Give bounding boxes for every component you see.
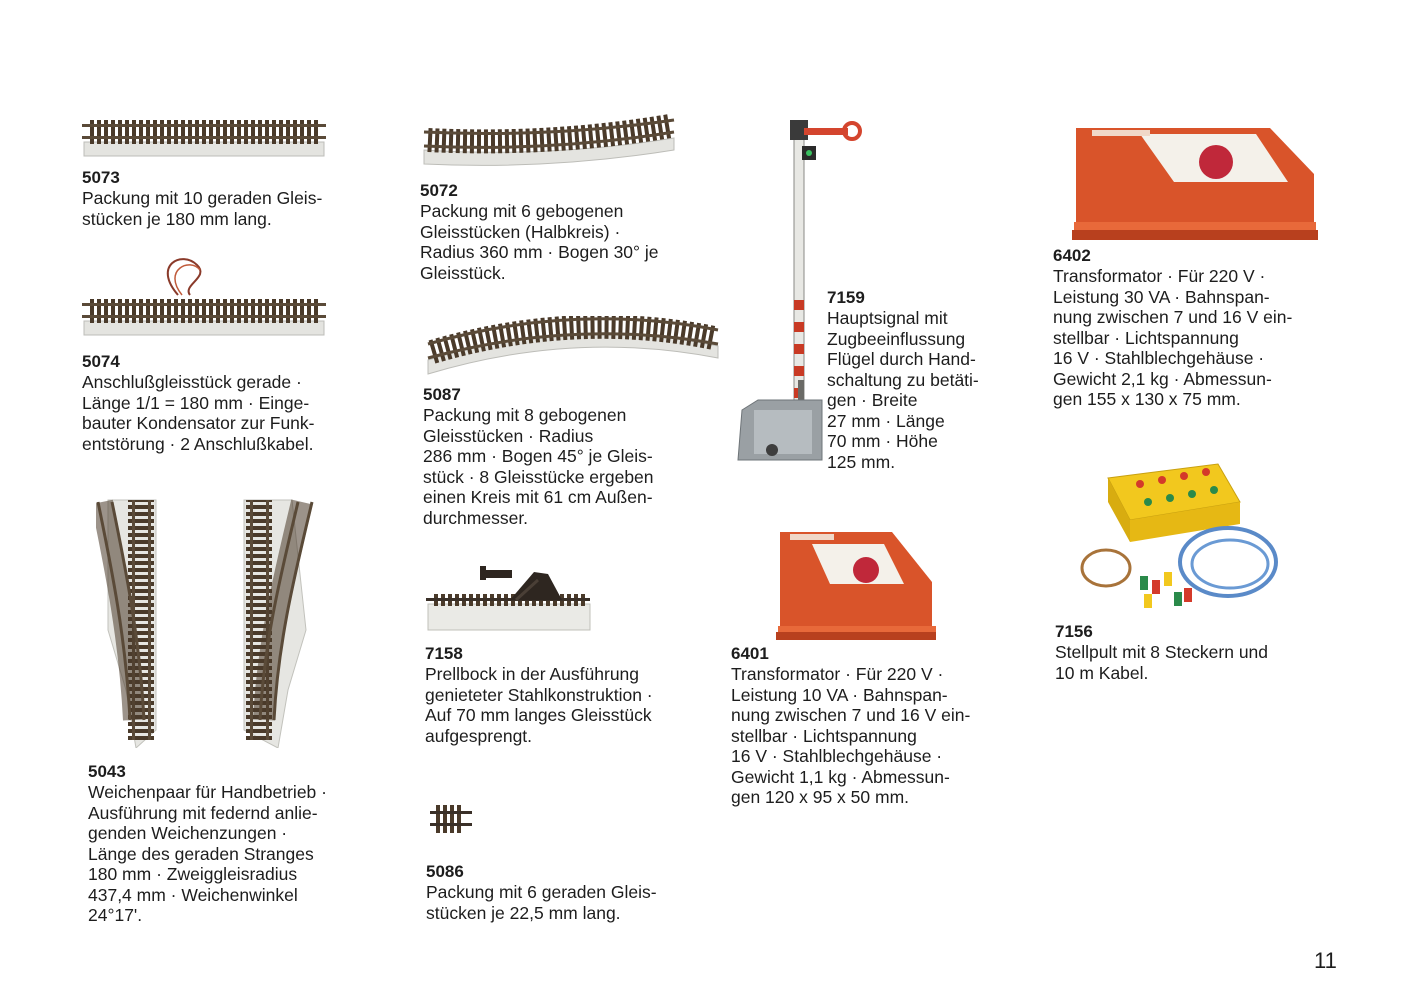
product-number: 7156 <box>1055 622 1093 641</box>
product-number: 5073 <box>82 168 120 187</box>
buffer-stop-image <box>426 566 591 631</box>
product-7156: 7156 Stellpult mit 8 Steckern und 10 m K… <box>1055 622 1268 683</box>
product-description: Stellpult mit 8 Steckern und 10 m Kabel. <box>1055 642 1269 683</box>
product-description: Anschlußgleisstück gerade · Länge 1/1 = … <box>82 372 315 454</box>
product-number: 5087 <box>423 385 461 404</box>
product-5087: 5087 Packung mit 8 gebogenen Gleisstücke… <box>423 385 654 528</box>
product-5074: 5074 Anschlußgleisstück gerade · Länge 1… <box>82 352 315 454</box>
curved-track-image <box>423 114 675 166</box>
turnout-pair-image <box>96 499 314 748</box>
product-description: Packung mit 8 gebogenen Gleisstücken · R… <box>423 405 654 528</box>
short-track-image <box>430 805 472 833</box>
product-description: Weichenpaar für Handbetrieb · Ausführung… <box>88 782 327 925</box>
page-number: 11 <box>1314 948 1337 973</box>
product-description: Hauptsignal mit Zugbeeinflussung Flügel … <box>827 308 979 472</box>
product-5086: 5086 Packung mit 6 geraden Gleis- stücke… <box>426 862 657 923</box>
product-5043: 5043 Weichenpaar für Handbetrieb · Ausfü… <box>88 762 327 926</box>
product-number: 5074 <box>82 352 120 371</box>
product-5072: 5072 Packung mit 6 gebogenen Gleisstücke… <box>420 181 659 283</box>
product-number: 5072 <box>420 181 458 200</box>
product-description: Transformator · Für 220 V · Leistung 10 … <box>731 664 971 807</box>
product-number: 6402 <box>1053 246 1091 265</box>
product-description: Transformator · Für 220 V · Leistung 30 … <box>1053 266 1293 409</box>
product-7159: 7159 Hauptsignal mit Zugbeeinflussung Fl… <box>827 288 979 472</box>
curved-track-image <box>427 316 719 375</box>
control-panel-image <box>1080 463 1278 608</box>
product-number: 5086 <box>426 862 464 881</box>
transformer-6402-image <box>1072 128 1318 240</box>
product-description: Prellbock in der Ausführung genieteter S… <box>425 664 653 746</box>
transformer-6401-image <box>776 532 936 640</box>
product-7158: 7158 Prellbock in der Ausführung geniete… <box>425 644 653 746</box>
product-6402: 6402 Transformator · Für 220 V · Leistun… <box>1053 246 1292 410</box>
product-description: Packung mit 6 geraden Gleis- stücken je … <box>426 882 657 923</box>
product-number: 7158 <box>425 644 463 663</box>
product-number: 5043 <box>88 762 126 781</box>
semaphore-signal-image <box>737 120 862 461</box>
product-5073: 5073 Packung mit 10 geraden Gleis- stück… <box>82 168 322 229</box>
product-description: Packung mit 6 gebogenen Gleisstücken (Ha… <box>420 201 659 283</box>
product-description: Packung mit 10 geraden Gleis- stücken je… <box>82 188 323 229</box>
product-6401: 6401 Transformator · Für 220 V · Leistun… <box>731 644 970 808</box>
straight-track-image <box>82 120 326 157</box>
product-number: 7159 <box>827 288 865 307</box>
product-number: 6401 <box>731 644 769 663</box>
connection-track-image <box>82 258 326 336</box>
